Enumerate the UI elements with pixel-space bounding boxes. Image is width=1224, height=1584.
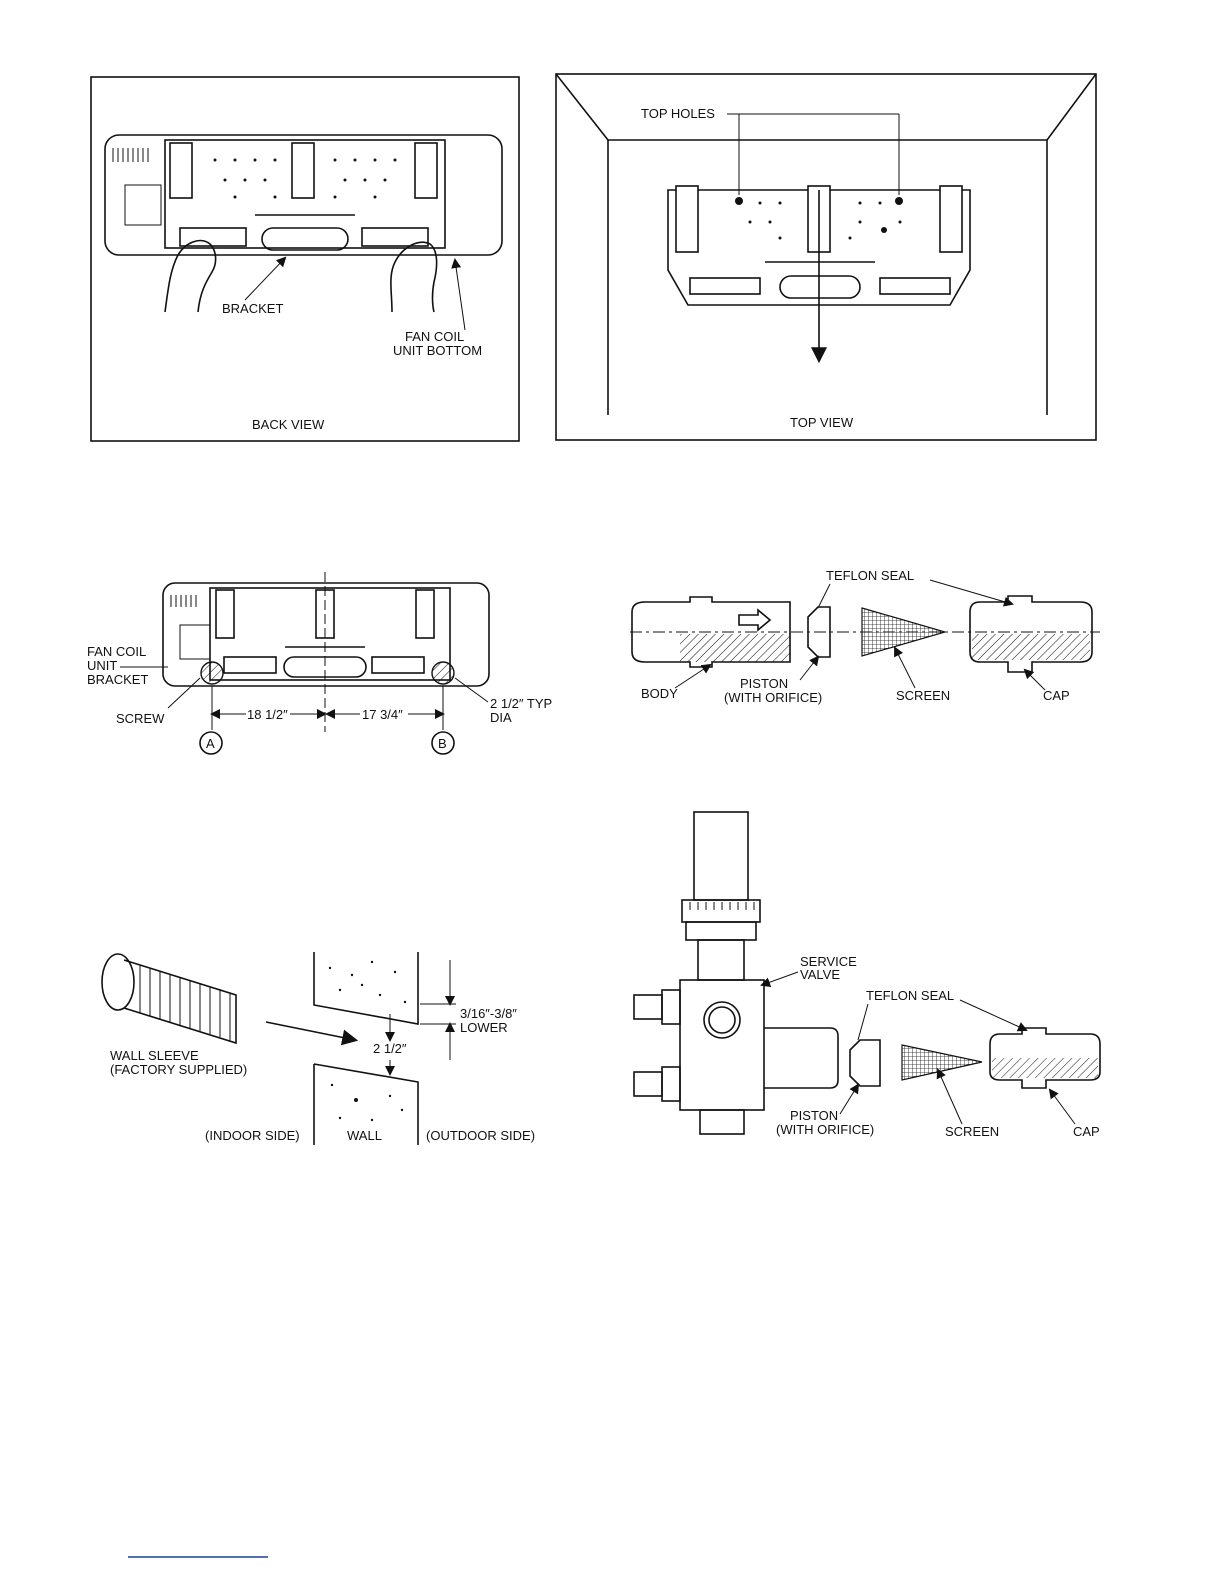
top-hole-right	[895, 197, 903, 205]
back-view-caption: BACK VIEW	[252, 417, 325, 432]
marker-b: B	[438, 736, 447, 751]
hand-right-icon	[390, 241, 438, 313]
valve-piston-label-2: (WITH ORIFICE)	[776, 1122, 874, 1137]
fan-coil-label-2: UNIT	[87, 658, 117, 673]
wall-sleeve-ribs	[139, 965, 231, 1041]
wall-texture	[328, 960, 407, 1122]
bracket-tab-right	[414, 142, 438, 199]
top-holes-label: TOP HOLES	[641, 106, 715, 121]
hole-dim: 2 1/2″	[373, 1041, 407, 1056]
fan-coil-unit	[104, 134, 503, 256]
bracket-label: BRACKET	[222, 301, 283, 316]
port-lower	[633, 1071, 663, 1097]
wall-upper	[313, 952, 419, 1025]
back-view-frame	[90, 76, 520, 442]
wall-sleeve-lip	[101, 953, 135, 1011]
dia-label-2: DIA	[490, 710, 512, 725]
valve-body	[679, 979, 765, 1111]
marker-a: A	[206, 736, 215, 751]
figure-top-view: TOP HOLES TOP VIEW	[555, 73, 1097, 441]
hole-b-circle	[431, 661, 455, 685]
figure-service-valve: SERVICE VALVE TEFLON SEAL PISTON (WITH O…	[633, 811, 1101, 1139]
valve-nut	[681, 899, 761, 923]
unit-bottom-label-2: UNIT BOTTOM	[393, 343, 482, 358]
teflon-seal-label: TEFLON SEAL	[826, 568, 914, 583]
bracket-holes	[213, 158, 397, 199]
fan-coil-label-1: FAN COIL	[87, 644, 146, 659]
valve-screen-cone	[901, 1044, 983, 1081]
outdoor-label: (OUTDOOR SIDE)	[426, 1128, 535, 1143]
sleeve-label-1: WALL SLEEVE	[110, 1048, 199, 1063]
top-view-frame	[555, 73, 1097, 441]
valve-nut-knurl	[689, 902, 755, 910]
bracket-slot	[261, 227, 349, 251]
body-label: BODY	[641, 686, 678, 701]
valve-outlet	[764, 1027, 839, 1089]
dia-label-1: 2 1/2″ TYP	[490, 696, 552, 711]
valve-piston	[849, 1039, 881, 1087]
wall-label: WALL	[347, 1128, 382, 1143]
valve-screen-label: SCREEN	[945, 1124, 999, 1139]
top-view-bracket	[667, 189, 971, 306]
port-upper	[633, 994, 663, 1020]
screen-cone	[861, 607, 948, 657]
valve-teflon-label: TEFLON SEAL	[866, 988, 954, 1003]
bracket-tab-left	[169, 142, 193, 199]
wall-lower	[313, 1063, 419, 1145]
figure-wall-sleeve: WALL SLEEVE (FACTORY SUPPLIED) 2 1/2″ 3/…	[101, 952, 535, 1145]
top-hole-left	[735, 197, 743, 205]
service-valve-label-2: VALVE	[800, 967, 840, 982]
bracket-plate	[164, 139, 446, 249]
piston-label-1: PISTON	[740, 676, 788, 691]
screen-label: SCREEN	[896, 688, 950, 703]
hand-left-icon	[164, 239, 217, 313]
valve-cap	[989, 1027, 1101, 1089]
connector-block	[124, 184, 162, 226]
cap-fitting	[969, 595, 1093, 673]
marker-b-circle	[431, 731, 455, 755]
valve-cap-label: CAP	[1073, 1124, 1100, 1139]
valve-piston-label-1: PISTON	[790, 1108, 838, 1123]
top-view-caption: TOP VIEW	[790, 415, 854, 430]
figure-back-view: BRACKET FAN COIL UNIT BOTTOM BACK VIEW	[90, 76, 520, 442]
indoor-label: (INDOOR SIDE)	[205, 1128, 300, 1143]
sleeve-label-2: (FACTORY SUPPLIED)	[110, 1062, 247, 1077]
screw-label: SCREW	[116, 711, 165, 726]
piston-label-2: (WITH ORIFICE)	[724, 690, 822, 705]
hole-a-circle	[200, 661, 224, 685]
offset-label-1: 3/16″-3/8″	[460, 1006, 517, 1021]
dim-left: 18 1/2″	[247, 707, 288, 722]
vent-slots	[112, 148, 149, 162]
cap-label: CAP	[1043, 688, 1070, 703]
valve-stem-tube	[693, 811, 749, 901]
top-view-holes	[748, 201, 902, 240]
dim-right: 17 3/4″	[362, 707, 403, 722]
service-valve-label-1: SERVICE	[800, 954, 857, 969]
marker-a-circle	[199, 731, 223, 755]
flow-arrow-icon	[738, 608, 772, 632]
offset-label-2: LOWER	[460, 1020, 508, 1035]
figure-dimensions: 18 1/2″ 17 3/4″ A B FAN COIL UNIT BRACKE…	[87, 572, 552, 755]
bracket-tab-center	[291, 142, 315, 199]
unit-outline	[162, 582, 490, 687]
fan-coil-label-3: BRACKET	[87, 672, 148, 687]
figure-piston-assembly: TEFLON SEAL BODY PISTON (WITH ORIFICE) S…	[630, 568, 1100, 705]
unit-bottom-label-1: FAN COIL	[405, 329, 464, 344]
